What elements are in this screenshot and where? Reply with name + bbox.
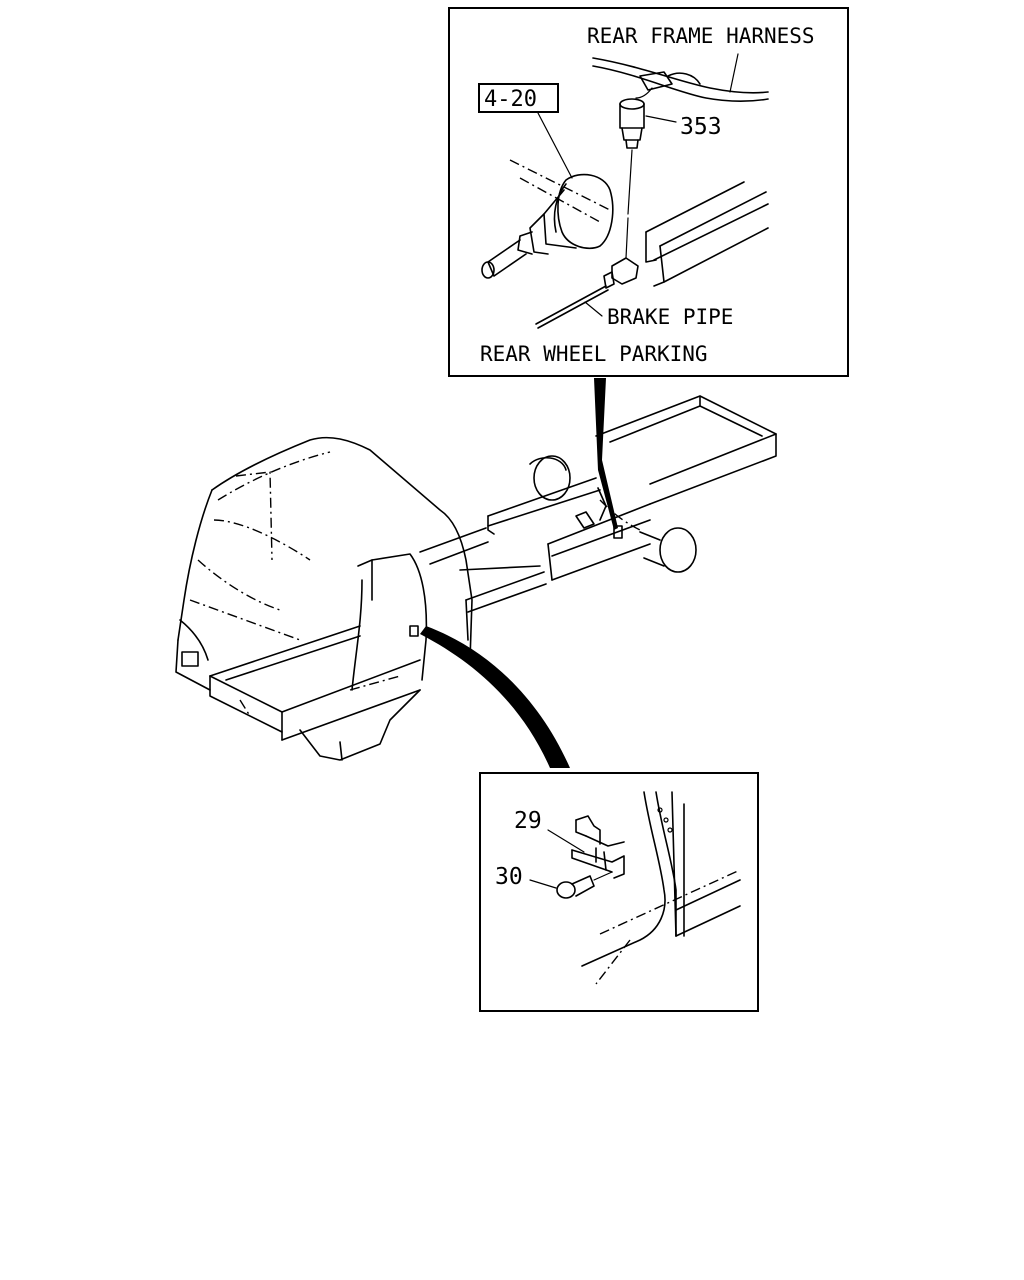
parking-switch-353: [619, 98, 645, 215]
ref-label-4-20: 4-20: [484, 87, 537, 112]
leader-29: [547, 829, 585, 853]
harness-leader: [729, 53, 739, 93]
top-pointer: [594, 378, 618, 530]
harness-label: REAR FRAME HARNESS: [587, 24, 815, 48]
bottom-inset-frame: [479, 772, 759, 1012]
brake-pipe-label: BRAKE PIPE: [607, 305, 733, 329]
truck-chassis: [175, 395, 777, 761]
part-number-353: 353: [680, 114, 722, 140]
brake-chamber: [481, 173, 614, 279]
brake-pipe: [535, 285, 607, 325]
inset-caption: REAR WHEEL PARKING: [480, 342, 708, 366]
ref-box-4-20: [478, 83, 559, 113]
leader-4-20: [537, 112, 573, 179]
cab-pillar: [581, 791, 741, 985]
switch-lead: [635, 87, 653, 99]
brake-fitting: [603, 217, 639, 289]
bolt-30: [556, 871, 613, 899]
harness-connector: [639, 71, 673, 91]
bottom-inset: 29 30: [479, 772, 759, 1012]
harness-wire-lower: [592, 65, 769, 102]
part-number-30: 30: [495, 864, 523, 890]
harness-wire: [592, 57, 769, 94]
leader-brake-pipe: [584, 301, 603, 317]
top-inset: REAR FRAME HARNESS 4-20 353 BRAKE PIPE R…: [448, 7, 849, 377]
bottom-pointer: [420, 626, 570, 768]
part-number-29: 29: [514, 808, 542, 834]
leader-353: [645, 115, 677, 123]
bracket-29: [571, 815, 625, 879]
leader-30: [529, 879, 557, 889]
harness-clip: [667, 72, 701, 85]
inset-frame-rail: [509, 159, 769, 287]
top-inset-frame: [448, 7, 849, 377]
